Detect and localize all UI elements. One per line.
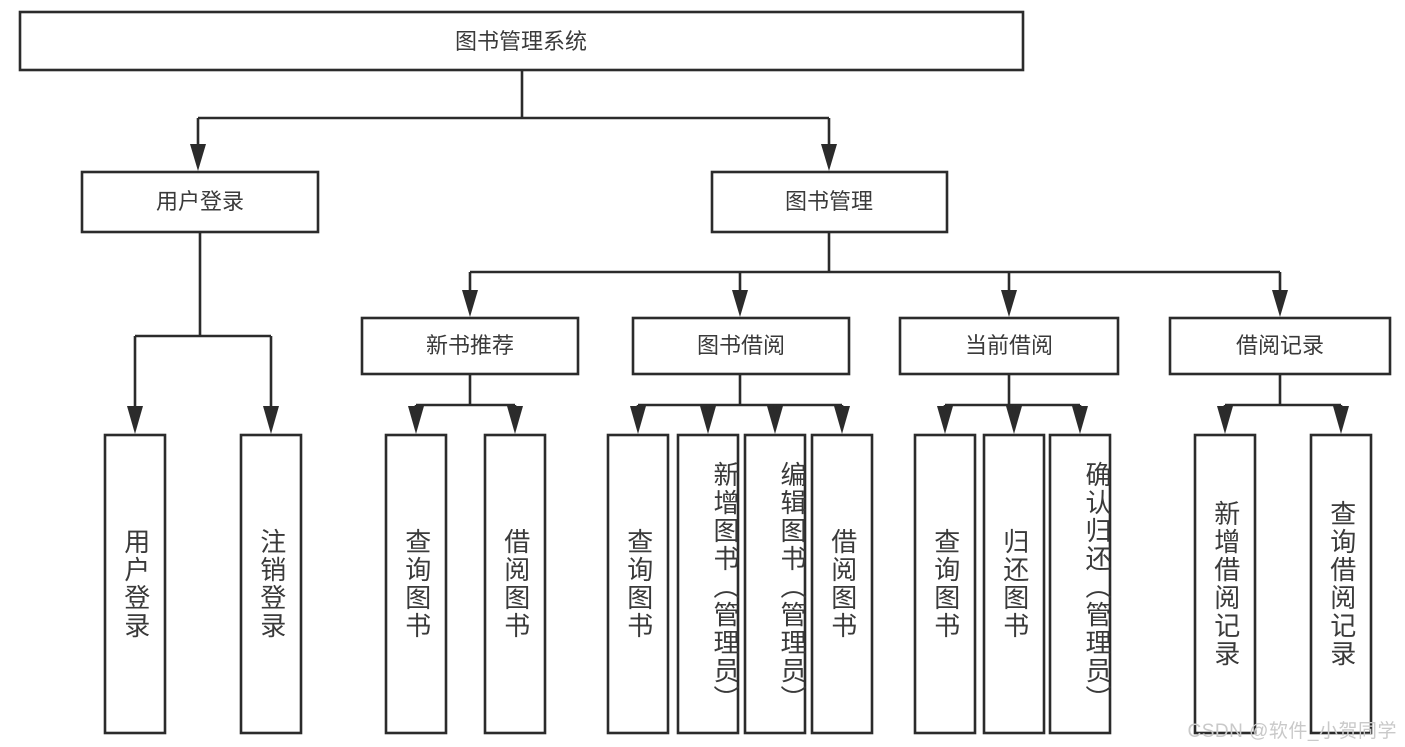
arrowhead-nbr-leaf-1 (408, 406, 424, 434)
node-root-box[interactable] (18, 10, 1025, 72)
node-book-borrow[interactable]: 图书借阅 (631, 316, 851, 376)
node-user-login[interactable]: 用户登录 (80, 170, 320, 234)
arrowhead-bm-bookborrow (732, 290, 748, 317)
connector-group-userlogin (127, 232, 279, 434)
node-current-borrow[interactable]: 当前借阅 (898, 316, 1120, 376)
connector-group-borrowrecord (1217, 374, 1349, 434)
node-user-login-box[interactable] (80, 170, 320, 234)
node-borrow-record[interactable]: 借阅记录 (1168, 316, 1392, 376)
leaf-return-book-box[interactable] (982, 433, 1046, 735)
leaf-confirm-return-box[interactable] (1048, 433, 1112, 735)
node-user-login-label: 用户登录 (156, 189, 244, 214)
arrowhead-cb-leaf-1 (937, 406, 953, 434)
node-borrow-record-label: 借阅记录 (1236, 333, 1324, 358)
arrowhead-bm-newbookrec (462, 290, 478, 317)
node-book-manage-label: 图书管理 (785, 189, 873, 214)
leaf-query-book-2-box[interactable] (606, 433, 670, 735)
node-borrow-record-box[interactable] (1168, 316, 1392, 376)
leaf-query-book-1-box[interactable] (384, 433, 448, 735)
arrowhead-br-leaf-1 (1217, 406, 1233, 434)
arrowhead-userlogin-leaf-2 (263, 406, 279, 434)
leaf-borrow-book-2-box[interactable] (810, 433, 874, 735)
arrowhead-cb-leaf-2 (1006, 406, 1022, 434)
node-new-book-rec[interactable]: 新书推荐 (360, 316, 580, 376)
leaf-boxes (103, 433, 1373, 735)
connector-group-currentborrow (937, 374, 1088, 434)
csdn-watermark: CSDN @软件_小贺同学 (1187, 721, 1397, 742)
leaf-query-record-box[interactable] (1309, 433, 1373, 735)
leaf-borrow-book-1-box[interactable] (483, 433, 547, 735)
connector-group-root (190, 70, 837, 171)
arrowhead-bm-currentborrow (1001, 290, 1017, 317)
arrowhead-bb-leaf-2 (700, 406, 716, 434)
leaf-user-logout-box[interactable] (239, 433, 303, 735)
arrowhead-bb-leaf-3 (767, 406, 783, 434)
arrowhead-userlogin-leaf-1 (127, 406, 143, 434)
node-book-manage-box[interactable] (710, 170, 949, 234)
connector-group-bookborrow (630, 374, 850, 434)
arrowhead-nbr-leaf-2 (507, 406, 523, 434)
leaf-user-login-box[interactable] (103, 433, 167, 735)
node-book-borrow-box[interactable] (631, 316, 851, 376)
leaf-query-book-3-box[interactable] (913, 433, 977, 735)
node-root-label: 图书管理系统 (455, 29, 587, 54)
arrowhead-root-to-bookmanage (821, 144, 837, 171)
node-root[interactable]: 图书管理系统 (18, 10, 1025, 72)
connector-group-newbookrec (408, 374, 523, 434)
arrowhead-cb-leaf-3 (1072, 406, 1088, 434)
arrowhead-bb-leaf-1 (630, 406, 646, 434)
arrowhead-bm-borrowrecord (1272, 290, 1288, 317)
node-current-borrow-label: 当前借阅 (965, 333, 1053, 358)
node-new-book-rec-box[interactable] (360, 316, 580, 376)
connector-group-bookmanage (462, 232, 1288, 317)
node-new-book-rec-label: 新书推荐 (426, 333, 514, 358)
arrowhead-br-leaf-2 (1333, 406, 1349, 434)
arrowhead-bb-leaf-4 (834, 406, 850, 434)
arrowhead-root-to-userlogin (190, 144, 206, 171)
node-book-manage[interactable]: 图书管理 (710, 170, 949, 234)
node-current-borrow-box[interactable] (898, 316, 1120, 376)
node-book-borrow-label: 图书借阅 (697, 333, 785, 358)
leaf-edit-book-box[interactable] (743, 433, 807, 735)
leaf-add-book-box[interactable] (676, 433, 740, 735)
leaf-add-record-box[interactable] (1193, 433, 1257, 735)
